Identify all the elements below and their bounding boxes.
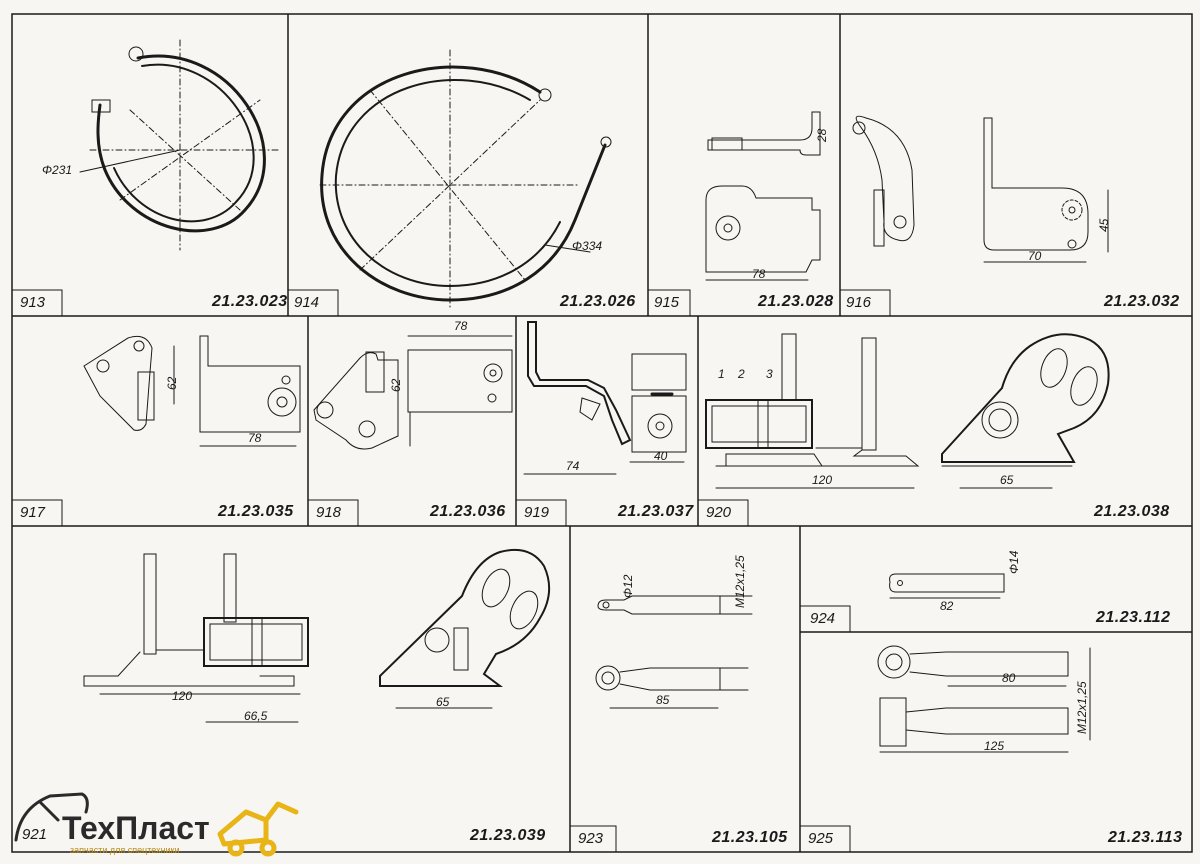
- part-code: 21.23.038: [1094, 503, 1170, 520]
- dimension-label: 78: [454, 319, 468, 333]
- dimension-label: 40: [654, 449, 668, 463]
- panel-number: 925: [808, 830, 834, 847]
- panel-number: 919: [524, 504, 550, 521]
- part-code: 21.23.036: [430, 503, 506, 520]
- brand-name: ТехПласт: [62, 810, 210, 846]
- dimension-label: Φ14: [1007, 550, 1021, 574]
- dimension-label: 120: [172, 689, 193, 703]
- dimension-label: 28: [815, 128, 829, 142]
- dimension-label: 78: [752, 267, 766, 281]
- dimension-label: 82: [940, 599, 954, 613]
- part-code: 21.23.113: [1108, 829, 1183, 846]
- dimension-label: 85: [656, 693, 670, 707]
- panel-number: 924: [810, 610, 836, 627]
- dimension-label: 74: [566, 459, 580, 473]
- dimension-label: 125: [984, 739, 1005, 753]
- part-code: 21.23.035: [218, 503, 294, 520]
- panel-number: 921: [22, 826, 48, 843]
- panel-number: 913: [20, 294, 46, 311]
- panel-number: 916: [846, 294, 872, 311]
- dimension-label: 80: [1002, 671, 1016, 685]
- dimension-label: M12x1,25: [1075, 681, 1089, 734]
- excavator-icon: [14, 792, 299, 857]
- part-code: 21.23.023: [212, 293, 288, 310]
- callout-number: 2: [738, 367, 745, 381]
- dimension-label: 65: [1000, 473, 1014, 487]
- panel-number: 917: [20, 504, 46, 521]
- dimension-label: Φ334: [572, 239, 603, 253]
- panel-number: 915: [654, 294, 680, 311]
- dimension-label: 66,5: [244, 709, 268, 723]
- part-code: 21.23.026: [560, 293, 636, 310]
- dimension-label: 45: [1097, 218, 1111, 232]
- callout-number: 1: [718, 367, 725, 381]
- part-code: 21.23.037: [618, 503, 694, 520]
- part-code: 21.23.039: [470, 827, 546, 844]
- part-code: 21.23.105: [712, 829, 788, 846]
- panel-number: 923: [578, 830, 604, 847]
- dimension-label: 62: [165, 376, 179, 390]
- part-code: 21.23.028: [758, 293, 834, 310]
- dimension-label: M12x1,25: [733, 555, 747, 608]
- part-code: 21.23.112: [1096, 609, 1171, 626]
- dimension-label: 70: [1028, 249, 1042, 263]
- panel-number: 920: [706, 504, 732, 521]
- dimension-label: Φ231: [42, 163, 73, 177]
- panel-number: 914: [294, 294, 320, 311]
- outer-frame: [11, 13, 1193, 853]
- dimension-label: 78: [248, 431, 262, 445]
- panel-number: 918: [316, 504, 342, 521]
- dimension-label: 65: [436, 695, 450, 709]
- brand-tagline: запчасти для спецтехники: [70, 845, 180, 855]
- brand-logo: ТехПласт запчасти для спецтехники: [10, 790, 310, 860]
- callout-number: 3: [766, 367, 773, 381]
- dimension-label: Φ12: [621, 574, 635, 598]
- dimension-label: 120: [812, 473, 833, 487]
- part-code: 21.23.032: [1104, 293, 1180, 310]
- dimension-label: 62: [389, 378, 403, 392]
